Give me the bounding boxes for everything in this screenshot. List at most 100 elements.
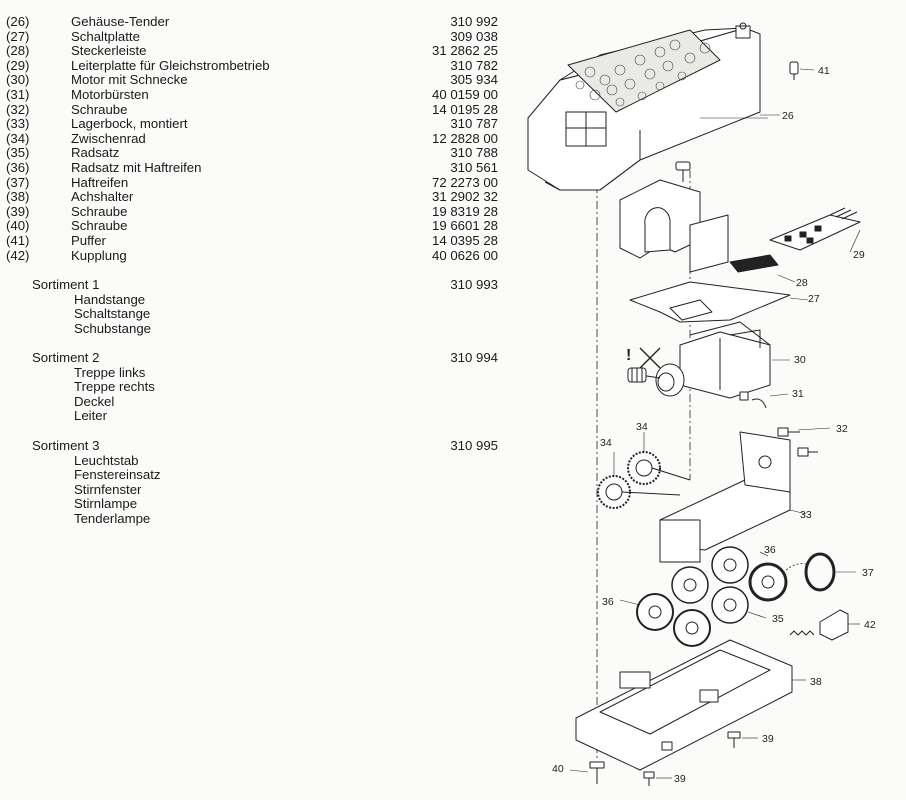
sortiment-item: Leuchtstab: [74, 452, 139, 468]
part-name: Schraube: [71, 101, 128, 117]
sortiment-item: Handstange: [74, 291, 146, 307]
callout-33: 33: [800, 509, 812, 521]
sortiment-title: Sortiment 3: [32, 438, 100, 453]
callout-28: 28: [796, 277, 808, 289]
part-code: 14 0395 28: [431, 233, 498, 248]
axle-holder: [575, 639, 806, 771]
sortiment-item: Tenderlampe: [74, 511, 151, 526]
part-code: 14 0195 28: [431, 101, 498, 117]
sortiment-item: Leiter: [74, 408, 107, 424]
part-code: 310 561: [450, 160, 498, 175]
part-number: (32): [6, 101, 30, 117]
callout-31: 31: [792, 388, 804, 400]
sortiment-title: Sortiment 1: [32, 277, 100, 292]
wheel-sets: [619, 546, 807, 647]
sortiment-item: Stirnlampe: [74, 496, 138, 512]
part-name: Zwischenrad: [71, 130, 146, 146]
part-code: 12 2828 00: [431, 130, 498, 146]
part-number: (28): [6, 43, 30, 59]
sortiment-1: Sortiment 1 310 993: [0, 277, 520, 293]
sortiment-item: Stirnfenster: [74, 481, 142, 497]
sortiment-item: Schubstange: [74, 320, 151, 336]
sortiment-item: Fenstereinsatz: [74, 467, 161, 483]
part-code: 19 6601 28: [431, 218, 498, 234]
callout-27: 27: [808, 293, 820, 305]
callout-40: 40: [552, 763, 564, 775]
part-name: Kupplung: [71, 247, 127, 263]
part-code: 40 0626 00: [431, 247, 498, 263]
sortiment-item: Deckel: [74, 393, 115, 409]
part-number: (36): [6, 160, 30, 175]
connector-strip: [729, 254, 796, 283]
part-number: (40): [6, 218, 30, 234]
part-number: (31): [6, 87, 30, 102]
part-name: Radsatz mit Haftreifen: [71, 160, 202, 175]
part-number: (41): [6, 233, 30, 248]
part-number: (30): [6, 72, 30, 88]
sortiment-3: Sortiment 3 310 995: [0, 438, 520, 454]
part-code: 19 8319 28: [431, 203, 498, 219]
callout-34: 34: [600, 437, 612, 449]
callout-39: 39: [762, 733, 774, 745]
part-name: Radsatz: [71, 145, 120, 161]
part-number: (26): [6, 14, 30, 29]
part-number: (42): [6, 247, 30, 263]
part-name: Haftreifen: [71, 174, 129, 190]
callout-30: 30: [794, 354, 806, 366]
exploded-view-diagram: !: [527, 22, 876, 786]
part-number: (34): [6, 130, 30, 146]
sortiment-code: 310 995: [450, 438, 498, 453]
part-code: 40 0159 00: [431, 87, 498, 102]
part-code: 305 934: [450, 72, 498, 88]
callout-39: 39: [674, 773, 686, 785]
callout-32: 32: [836, 423, 848, 435]
callout-35: 35: [772, 613, 784, 625]
sortiment-code: 310 994: [450, 350, 498, 365]
sortiment-code: 310 993: [450, 277, 498, 292]
part-code: 31 2862 25: [431, 43, 498, 59]
part-name: Motor mit Schnecke: [71, 72, 188, 88]
sortiment-2: Sortiment 2 310 994: [0, 350, 520, 366]
part-number: (35): [6, 145, 30, 161]
part-code: 310 992: [450, 14, 498, 29]
callout-42: 42: [864, 619, 876, 631]
callout-41: 41: [818, 65, 830, 77]
sortiment-item: Treppe rechts: [74, 379, 155, 395]
part-number: (29): [6, 57, 30, 73]
part-code: 31 2902 32: [431, 189, 498, 205]
pcb-board: [769, 207, 861, 253]
part-number: (38): [6, 189, 30, 205]
part-code: 72 2273 00: [431, 174, 498, 190]
motor: [627, 321, 790, 399]
tender-body: [527, 22, 768, 191]
part-code: 310 787: [450, 116, 498, 132]
part-code: 310 782: [450, 57, 498, 73]
part-number: (33): [6, 116, 30, 132]
gear-wheels: [597, 432, 691, 509]
svg-text:!: !: [626, 347, 631, 364]
part-name: Motorbürsten: [71, 87, 149, 102]
callout-29: 29: [853, 249, 865, 261]
sortiment-title: Sortiment 2: [32, 350, 100, 365]
part-code: 309 038: [450, 28, 498, 44]
part-name: Steckerleiste: [71, 43, 147, 59]
part-code: 310 788: [450, 145, 498, 161]
callout-26: 26: [782, 110, 794, 122]
part-name: Schraube: [71, 203, 128, 219]
callout-36: 36: [602, 596, 614, 608]
sortiment-item: Schaltstange: [74, 306, 151, 322]
part-name: Gehäuse-Tender: [71, 14, 170, 29]
part-name: Leiterplatte für Gleichstrombetrieb: [71, 57, 270, 73]
part-name: Achshalter: [71, 189, 134, 205]
sortiment-item: Treppe links: [74, 364, 146, 380]
part-number: (39): [6, 203, 30, 219]
part-name: Schaltplatte: [71, 28, 140, 44]
callout-38: 38: [810, 676, 822, 688]
callout-37: 37: [862, 567, 874, 579]
callout-36: 36: [764, 544, 776, 556]
buffer-part: [789, 61, 815, 80]
part-number: (27): [6, 28, 30, 44]
part-name: Schraube: [71, 218, 128, 234]
part-name: Puffer: [71, 233, 106, 248]
callout-34: 34: [636, 421, 648, 433]
